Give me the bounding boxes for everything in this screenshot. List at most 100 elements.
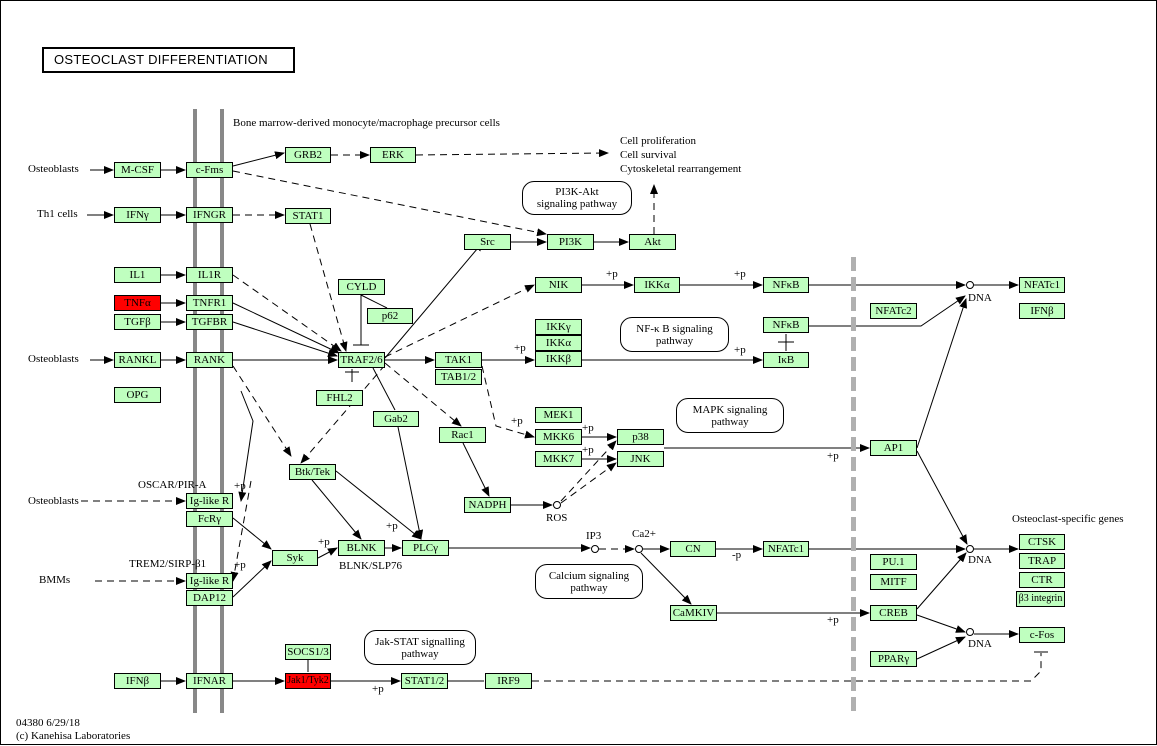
gene-ap1[interactable]: AP1 (870, 440, 917, 456)
edge-traf-nik (384, 284, 535, 358)
dna-junction (966, 628, 974, 636)
gene-il1[interactable]: IL1 (114, 267, 161, 283)
gene-nfkb[interactable]: NFκB (763, 277, 809, 293)
gene-mek1[interactable]: MEK1 (535, 407, 582, 423)
gene-ikkb[interactable]: IKKβ (535, 351, 582, 367)
gene-mitf[interactable]: MITF (870, 574, 917, 590)
edge-ppary-dna3 (916, 636, 966, 660)
gene-ifnar[interactable]: IFNAR (186, 673, 233, 689)
gene-btk-tek[interactable]: Btk/Tek (289, 464, 336, 480)
gene-ikky[interactable]: IKKγ (535, 319, 582, 335)
gene-tgfbr[interactable]: TGFBR (186, 314, 233, 330)
label-osteoblasts: Osteoblasts (28, 495, 79, 507)
gene-trap[interactable]: TRAP (1019, 553, 1065, 569)
pathway-jak-stat[interactable]: Jak-STAT signalling pathway (364, 630, 476, 665)
gene-camkiv[interactable]: CaMKIV (670, 605, 717, 621)
gene-socs1-3[interactable]: SOCS1/3 (285, 644, 331, 660)
label-oscar-pir-a: OSCAR/PIR-A (138, 479, 207, 491)
gene-b3-integrin[interactable]: β3 integrin (1016, 591, 1065, 607)
gene-plcy[interactable]: PLCγ (402, 540, 449, 556)
gene-erk[interactable]: ERK (370, 147, 416, 163)
gene-src[interactable]: Src (464, 234, 511, 250)
gene-akt[interactable]: Akt (629, 234, 676, 250)
gene-jnk[interactable]: JNK (617, 451, 664, 467)
gene-ctr[interactable]: CTR (1019, 572, 1065, 588)
edge-tnfr1-traf (232, 302, 340, 354)
edge-erk-outcomes (415, 149, 609, 158)
edge-btk-blnk (311, 479, 362, 540)
gene-ikka[interactable]: IKKα (535, 335, 582, 351)
edge-plus-p-dash (230, 480, 252, 582)
edge-cyld-p62 (360, 294, 388, 309)
ip3-node (591, 545, 599, 553)
gene-p62[interactable]: p62 (367, 308, 413, 324)
edge-rank-btk (300, 364, 386, 464)
gene-ppary[interactable]: PPARγ (870, 651, 917, 667)
gene-ifnb[interactable]: IFNβ (1019, 303, 1065, 319)
gene-m-csf[interactable]: M-CSF (114, 162, 161, 178)
gene-gab2[interactable]: Gab2 (373, 411, 419, 427)
gene-rac1[interactable]: Rac1 (439, 427, 486, 443)
gene-grb2[interactable]: GRB2 (285, 147, 331, 163)
gene-blnk[interactable]: BLNK (338, 540, 385, 556)
gene-p38[interactable]: p38 (617, 429, 664, 445)
pathway-calcium[interactable]: Calcium signaling pathway (535, 564, 643, 599)
pathway-nf-kb[interactable]: NF-κ B signaling pathway (620, 317, 729, 352)
pathway-mapk[interactable]: MAPK signaling pathway (676, 398, 784, 433)
cell-membrane-line (193, 109, 197, 713)
gene-cyld[interactable]: CYLD (338, 279, 385, 295)
dna-junction (966, 545, 974, 553)
gene-tab1-2[interactable]: TAB1/2 (435, 369, 482, 385)
gene-nfatc1[interactable]: NFATc1 (1019, 277, 1065, 293)
edge-rac1-nadph (462, 442, 490, 497)
gene-pi3k[interactable]: PI3K (547, 234, 594, 250)
pathway-pi3k-akt[interactable]: PI3K-Akt signaling pathway (522, 181, 632, 215)
gene-ifngr[interactable]: IFNGR (186, 207, 233, 223)
gene-irf9[interactable]: IRF9 (485, 673, 532, 689)
gene-syk[interactable]: Syk (272, 550, 318, 566)
gene-tgfb[interactable]: TGFβ (114, 314, 161, 330)
label-phospho: +p (514, 342, 526, 354)
gene-ctsk[interactable]: CTSK (1019, 534, 1065, 550)
gene-ig-like-r[interactable]: Ig-like R (186, 573, 233, 589)
gene-nfkb[interactable]: NFκB (763, 317, 809, 333)
gene-stat1-2[interactable]: STAT1/2 (401, 673, 448, 689)
gene-ikka[interactable]: IKKα (634, 277, 680, 293)
gene-ikb[interactable]: IκB (763, 352, 809, 368)
gene-ifnb[interactable]: IFNβ (114, 673, 161, 689)
gene-c-fms[interactable]: c-Fms (186, 162, 233, 178)
ros-node (553, 501, 561, 509)
gene-fcry[interactable]: FcRγ (186, 511, 233, 527)
gene-nadph[interactable]: NADPH (464, 497, 511, 513)
gene-ifng[interactable]: IFNγ (114, 207, 161, 223)
gene-opg[interactable]: OPG (114, 387, 161, 403)
label-phospho: +p (734, 344, 746, 356)
gene-ig-like-r[interactable]: Ig-like R (186, 493, 233, 509)
label-cell-outcomes: Cell proliferation Cell survival Cytoske… (620, 135, 742, 175)
gene-nfatc1[interactable]: NFATc1 (763, 541, 809, 557)
gene-rankl[interactable]: RANKL (114, 352, 161, 368)
gene-dap12[interactable]: DAP12 (186, 590, 233, 606)
gene-stat1[interactable]: STAT1 (285, 208, 331, 224)
label-dna: DNA (968, 554, 992, 566)
gene-jak1-tyk2[interactable]: Jak1/Tyk2 (285, 673, 331, 689)
edge-gab2-plcy (397, 426, 424, 540)
gene-il1r[interactable]: IL1R (186, 267, 233, 283)
gene-rank[interactable]: RANK (186, 352, 233, 368)
gene-cn[interactable]: CN (670, 541, 716, 557)
footer-copyright: (c) Kanehisa Laboratories (16, 730, 131, 742)
gene-fhl2[interactable]: FHL2 (316, 390, 363, 406)
gene-nfatc2[interactable]: NFATc2 (870, 303, 917, 319)
gene-tnfa[interactable]: TNFα (114, 295, 161, 311)
gene-mkk6[interactable]: MKK6 (535, 429, 582, 445)
gene-nik[interactable]: NIK (535, 277, 582, 293)
gene-traf2-6[interactable]: TRAF2/6 (338, 352, 385, 368)
edge-rank-iglr (238, 390, 254, 502)
gene-tnfr1[interactable]: TNFR1 (186, 295, 233, 311)
label-phospho: +p (318, 536, 330, 548)
gene-mkk7[interactable]: MKK7 (535, 451, 582, 467)
gene-c-fos[interactable]: c-Fos (1019, 627, 1065, 643)
gene-tak1[interactable]: TAK1 (435, 352, 482, 368)
gene-pu1[interactable]: PU.1 (870, 554, 917, 570)
gene-creb[interactable]: CREB (870, 605, 917, 621)
